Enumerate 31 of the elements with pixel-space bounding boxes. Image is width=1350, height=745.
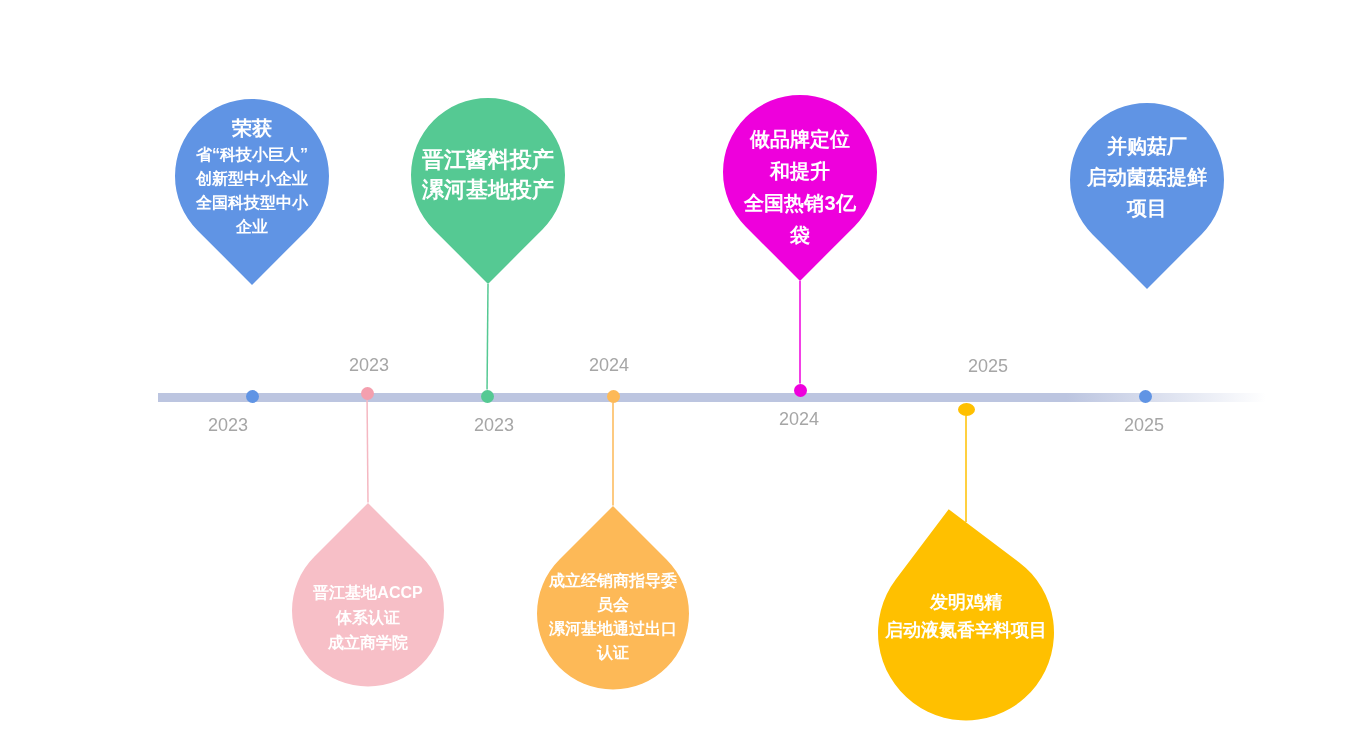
year-label: 2025 xyxy=(1124,414,1164,436)
timeline-dot-icon xyxy=(793,383,807,397)
year-label: 2024 xyxy=(589,354,629,376)
event-text: 全国热销3亿袋 xyxy=(743,191,857,248)
event-text: 发明鸡精 xyxy=(930,591,1002,615)
event-text: 启动液氮香辛料项目 xyxy=(885,619,1047,642)
event-text: 创新型中小企业 xyxy=(196,169,308,189)
event-text: 漯河基地通过出口认证 xyxy=(548,619,678,663)
event-text: 漯河基地投产 xyxy=(422,176,554,204)
timeline-dot-icon xyxy=(957,402,975,416)
year-label: 2025 xyxy=(968,355,1008,377)
event-text: 成立商学院 xyxy=(328,632,408,653)
event-text: 全国科技型中小企业 xyxy=(195,193,309,237)
event-heading: 荣获 xyxy=(232,116,272,141)
event-text: 晋江酱料投产 xyxy=(422,146,554,175)
year-label: 2023 xyxy=(349,354,389,376)
event-text: 晋江基地ACCP体系认证 xyxy=(312,582,424,628)
event-text: 省“科技小巨人” xyxy=(196,145,308,165)
connector-line xyxy=(486,283,489,391)
event-text: 做品牌定位和提升 xyxy=(748,127,851,184)
event-text: 启动菌菇提鲜项目 xyxy=(1086,164,1208,221)
year-label: 2024 xyxy=(779,408,819,430)
connector-line xyxy=(612,401,614,507)
connector-line xyxy=(366,398,369,504)
event-text: 成立经销商指导委员会 xyxy=(548,571,678,615)
event-text: 并购菇厂 xyxy=(1107,133,1187,159)
timeline-dot-icon xyxy=(360,386,374,400)
year-label: 2023 xyxy=(474,414,514,436)
connector-line xyxy=(965,414,967,523)
connector-line xyxy=(799,280,801,385)
year-label: 2023 xyxy=(208,414,248,436)
